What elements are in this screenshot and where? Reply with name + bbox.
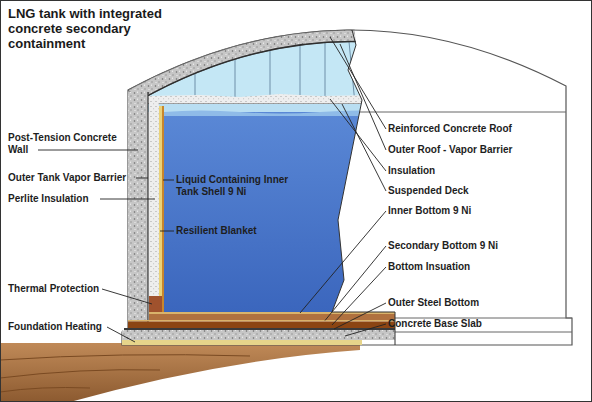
- part-label: Foundation Heating: [8, 321, 102, 333]
- leader-lines: [38, 37, 386, 342]
- part-label: Perlite Insulation: [8, 193, 89, 205]
- cut-edge: [332, 30, 395, 345]
- part-label: Inner Bottom 9 Ni: [388, 205, 471, 217]
- deck-insulation: [148, 94, 370, 104]
- bottom-insulation: [128, 322, 400, 329]
- part-label: Suspended Deck: [388, 185, 469, 197]
- wall-vapor-barrier: [147, 92, 148, 332]
- part-label: Outer Steel Bottom: [388, 297, 479, 309]
- part-label: Resilient Blanket: [176, 225, 257, 237]
- part-label: Bottom Insuation: [388, 261, 470, 273]
- part-label: Thermal Protection: [8, 283, 99, 295]
- secondary-bottom: [128, 320, 400, 322]
- perlite-insulation: [149, 100, 159, 312]
- cutaway: [122, 0, 566, 345]
- concrete-wall: [128, 92, 148, 332]
- part-label: Concrete Base Slab: [388, 318, 482, 330]
- part-label: Reinforced Concrete Roof: [388, 123, 512, 135]
- part-label: Outer Tank Vapor Barrier: [8, 172, 126, 184]
- inner-shell: [162, 106, 164, 312]
- part-label: Outer Roof - Vapor Barrier: [388, 144, 512, 156]
- part-label: Liquid Containing Inner Tank Shell 9 Ni: [176, 174, 294, 198]
- thermal-protection: [149, 296, 162, 314]
- part-label: Secondary Bottom 9 Ni: [388, 240, 498, 252]
- concrete-base-slab: [122, 330, 400, 340]
- foundation-heating: [122, 340, 362, 345]
- ground-texture: [0, 355, 250, 392]
- tank-exterior: [122, 30, 572, 345]
- part-label: Insulation: [388, 165, 435, 177]
- liquid-surface: [164, 111, 400, 117]
- ground: [0, 343, 360, 402]
- vapor-space: [140, 41, 566, 104]
- tank-exterior-lines: [350, 112, 572, 332]
- resilient-blanket: [159, 106, 162, 312]
- lng-liquid: [164, 112, 400, 312]
- roof-vapor-barrier: [140, 41, 566, 100]
- diagram-title: LNG tank with integrated concrete second…: [8, 6, 188, 51]
- outer-steel-bottom: [124, 328, 400, 330]
- part-label: Post-Tension Concrete Wall: [8, 132, 133, 156]
